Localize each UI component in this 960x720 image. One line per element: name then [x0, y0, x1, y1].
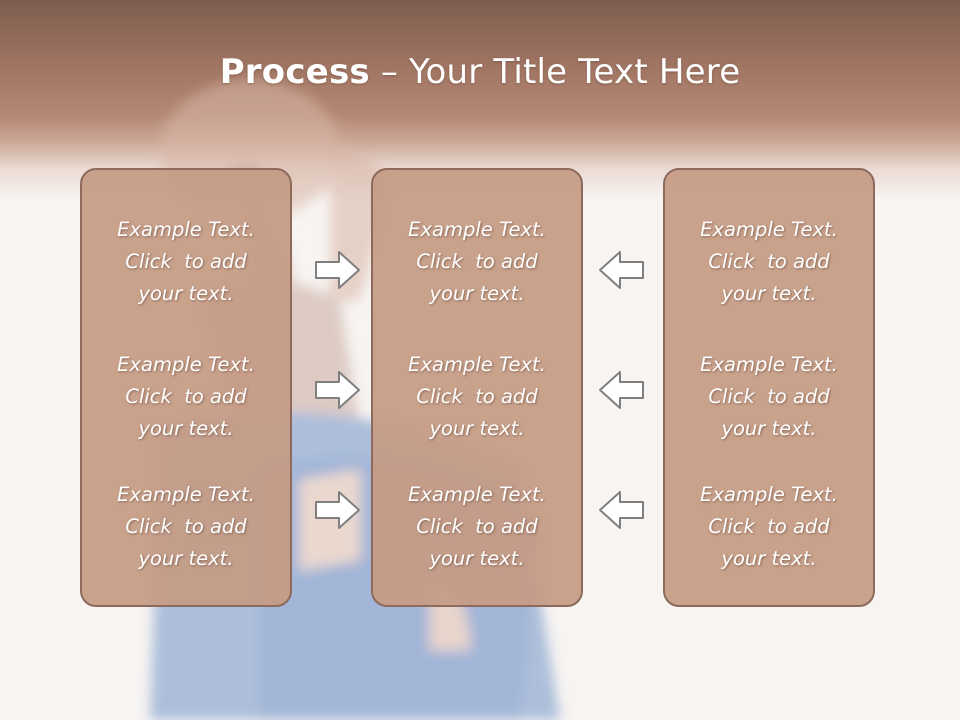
text-line: Click to add — [125, 250, 247, 273]
text-line: Click to add — [125, 515, 247, 538]
text-line: Example Text. — [117, 483, 255, 506]
title-rest: – Your Title Text Here — [369, 52, 741, 92]
arrow-right-icon — [315, 371, 360, 409]
text-line: Click to add — [416, 385, 538, 408]
text-line: Example Text. — [117, 353, 255, 376]
text-line: your text. — [721, 417, 817, 440]
page-title: Process – Your Title Text Here — [0, 52, 960, 92]
arrow-left-icon — [599, 251, 644, 289]
text-block[interactable]: Example Text. Click to add your text. — [665, 214, 873, 310]
text-line: your text. — [138, 417, 234, 440]
text-line: Click to add — [708, 385, 830, 408]
text-line: your text. — [138, 282, 234, 305]
arrow-left-icon — [599, 491, 644, 529]
arrow-left-icon — [599, 371, 644, 409]
arrow-right-icon — [315, 251, 360, 289]
text-line: Click to add — [125, 385, 247, 408]
title-banner — [0, 0, 960, 200]
text-line: Example Text. — [700, 353, 838, 376]
text-line: Click to add — [708, 515, 830, 538]
title-bold: Process — [219, 52, 370, 92]
text-line: Click to add — [416, 250, 538, 273]
text-block[interactable]: Example Text. Click to add your text. — [665, 349, 873, 445]
arrow-right-icon — [315, 491, 360, 529]
text-line: your text. — [138, 547, 234, 570]
text-block[interactable]: Example Text. Click to add your text. — [82, 479, 290, 575]
text-line: Example Text. — [700, 218, 838, 241]
text-line: Example Text. — [408, 218, 546, 241]
text-line: your text. — [721, 282, 817, 305]
text-block[interactable]: Example Text. Click to add your text. — [373, 349, 581, 445]
text-line: your text. — [429, 547, 525, 570]
text-block[interactable]: Example Text. Click to add your text. — [665, 479, 873, 575]
left-process-box[interactable]: Example Text. Click to add your text. Ex… — [80, 168, 292, 607]
text-line: your text. — [721, 547, 817, 570]
text-line: Click to add — [708, 250, 830, 273]
text-line: Example Text. — [408, 483, 546, 506]
text-block[interactable]: Example Text. Click to add your text. — [82, 349, 290, 445]
text-block[interactable]: Example Text. Click to add your text. — [82, 214, 290, 310]
text-block[interactable]: Example Text. Click to add your text. — [373, 214, 581, 310]
right-process-box[interactable]: Example Text. Click to add your text. Ex… — [663, 168, 875, 607]
text-block[interactable]: Example Text. Click to add your text. — [373, 479, 581, 575]
center-process-box[interactable]: Example Text. Click to add your text. Ex… — [371, 168, 583, 607]
text-line: your text. — [429, 417, 525, 440]
text-line: Example Text. — [408, 353, 546, 376]
text-line: Example Text. — [700, 483, 838, 506]
text-line: Click to add — [416, 515, 538, 538]
text-line: Example Text. — [117, 218, 255, 241]
text-line: your text. — [429, 282, 525, 305]
